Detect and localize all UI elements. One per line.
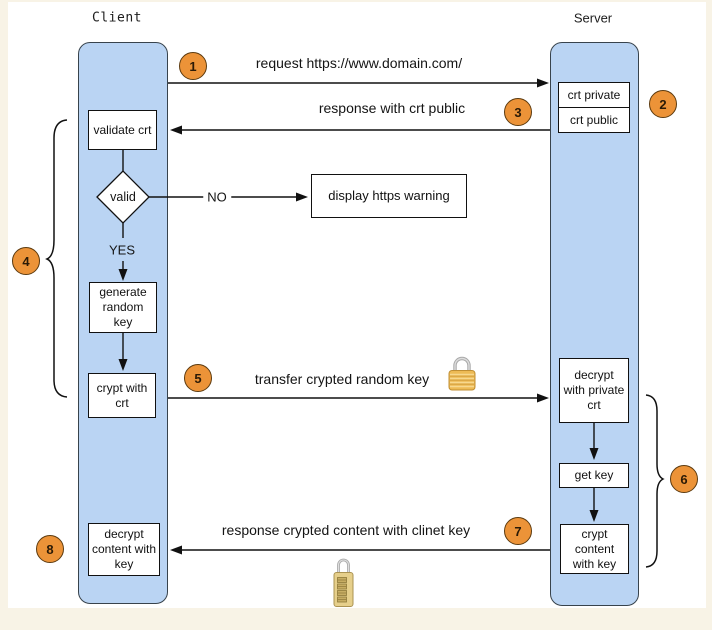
node-generate-random-key: generate random key — [89, 282, 157, 333]
node-crt-public: crt public — [558, 107, 630, 133]
step-badge-8: 8 — [36, 535, 64, 563]
message-request-label: request https://www.domain.com/ — [255, 55, 463, 71]
step-badge-6: 6 — [670, 465, 698, 493]
message-response-content-label: response crypted content with clinet key — [221, 522, 471, 538]
branch-no-label: NO — [203, 189, 231, 205]
node-decrypt-content-with-key: decrypt content with key — [88, 523, 160, 576]
step-badge-1: 1 — [179, 52, 207, 80]
step-badge-2: 2 — [649, 90, 677, 118]
message-response-crt-label: response with crt public — [318, 100, 466, 116]
node-display-https-warning: display https warning — [311, 174, 467, 218]
node-crt-private: crt private — [558, 82, 630, 108]
server-lane-title: Server — [573, 10, 613, 26]
node-decrypt-with-private-crt: decrypt with private crt — [559, 358, 629, 423]
branch-yes-label: YES — [108, 242, 136, 258]
node-crypt-content-with-key: crypt content with key — [560, 524, 629, 574]
node-validate-crt: validate crt — [88, 110, 157, 150]
step-badge-3: 3 — [504, 98, 532, 126]
step-badge-4: 4 — [12, 247, 40, 275]
decision-label: valid — [110, 190, 136, 204]
combination-lock-icon — [330, 556, 357, 613]
node-crypt-with-crt: crypt with crt — [88, 373, 156, 418]
step-badge-5: 5 — [184, 364, 212, 392]
padlock-icon — [447, 356, 477, 396]
step-badge-7: 7 — [504, 517, 532, 545]
client-lane-title: Client — [92, 10, 142, 26]
node-get-key: get key — [559, 463, 629, 488]
message-transfer-key-label: transfer crypted random key — [254, 371, 430, 387]
